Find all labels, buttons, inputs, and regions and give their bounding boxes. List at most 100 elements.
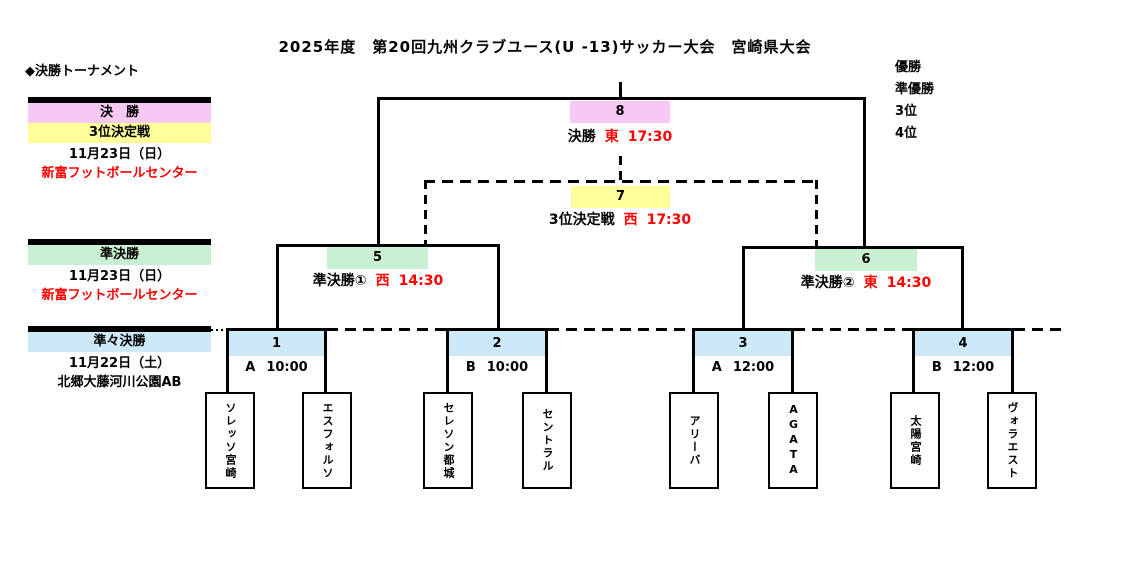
third-place-match-label: 3位決定戦西 17:30	[510, 209, 730, 229]
sidebar-round-quarterfinal: 準々決勝	[28, 332, 211, 352]
match-time: 14:30	[886, 275, 932, 291]
match-venue: 西	[623, 212, 638, 228]
page-title: 2025年度 第20回九州クラブユース(U -13)サッカー大会 宮崎県大会	[278, 38, 812, 56]
team-name: エスフォルソ	[321, 401, 335, 480]
match-name: 3位決定戦	[548, 212, 615, 228]
third-place-stub-line	[619, 156, 622, 182]
qf-match-label: B 10:00	[449, 360, 545, 375]
match-venue: 東	[863, 275, 878, 291]
match-pitch: B	[931, 360, 942, 375]
quarterfinal-match-1: 1 A 10:00	[226, 328, 327, 392]
semifinal1-top-line	[276, 244, 500, 247]
match-number: 1	[271, 336, 282, 351]
match-name: 決勝	[567, 129, 596, 145]
sidebar-semifinal-venue: 新富フットボールセンター	[41, 288, 198, 303]
match-pitch: B	[465, 360, 476, 375]
semifinal2-top-line	[742, 246, 964, 249]
team-name: アリーバ	[688, 414, 702, 467]
sidebar-quarterfinal-venue: 北郷大藤河川公園AB	[57, 375, 182, 390]
sidebar-round-third-place: 3位決定戦	[28, 123, 211, 143]
sidebar-semifinal-date: 11月23日（日）	[68, 269, 171, 284]
qf-match-label: B 12:00	[915, 360, 1011, 375]
match-number: 5	[372, 250, 383, 265]
match-time: 14:30	[398, 273, 444, 289]
team-name: セントラル	[541, 408, 555, 473]
semifinal2-match-label: 準決勝② 東 14:30	[756, 272, 976, 292]
final-winner-stub-line	[619, 82, 622, 99]
match-number: 2	[492, 336, 502, 351]
qf-number-box: 3	[695, 331, 791, 356]
team-name: ヴォラエスト	[1006, 401, 1020, 480]
final-match-number-box: 8	[570, 101, 670, 123]
quarterfinal-match-2: 2 B 10:00	[446, 328, 548, 392]
quarterfinal-baseline-dash	[794, 328, 912, 331]
qf-number-box: 2	[449, 331, 545, 356]
semifinal1-match-label: 準決勝① 西 14:30	[268, 270, 488, 290]
standings-item-third: 3位	[895, 104, 918, 119]
sidebar-final-date: 11月23日（日）	[68, 147, 171, 162]
semifinal2-right-leg	[961, 246, 964, 331]
sidebar-divider-bar	[28, 326, 211, 332]
third-place-left-leg	[424, 180, 427, 247]
match-number: 4	[958, 336, 968, 351]
team-box-seleson-miyakonojo: セレソン都城	[423, 392, 473, 489]
quarterfinal-match-4: 4 B 12:00	[912, 328, 1014, 392]
match-venue: 東	[604, 129, 619, 145]
third-place-top-line	[424, 180, 818, 183]
match-number: 7	[615, 189, 626, 204]
match-time: 17:30	[627, 129, 673, 145]
semifinal2-left-leg	[742, 246, 745, 331]
match-number: 3	[738, 336, 748, 351]
qf-number-box: 4	[915, 331, 1011, 356]
match-pitch: A	[245, 360, 256, 375]
qf-match-label: A 10:00	[229, 360, 324, 375]
team-box-central: セントラル	[522, 392, 572, 489]
match-number: 8	[615, 104, 625, 119]
semifinal1-left-leg	[276, 244, 279, 331]
match-time: 10:00	[486, 360, 529, 375]
standings-item-runnerup: 準優勝	[895, 82, 935, 97]
match-time: 17:30	[646, 212, 692, 228]
sidebar-quarterfinal-date: 11月22日（土）	[68, 356, 171, 371]
match-venue: 西	[375, 273, 390, 289]
team-box-arriba: アリーバ	[669, 392, 719, 489]
semifinal1-right-leg	[497, 244, 500, 331]
team-name: AGATA	[787, 403, 801, 478]
third-place-match-number-box: 7	[571, 186, 670, 208]
team-box-taiyo-miyazaki: 太陽宮崎	[890, 392, 940, 489]
quarterfinal-baseline-dash	[1014, 328, 1064, 331]
semifinal1-match-number-box: 5	[327, 247, 428, 269]
third-place-right-leg	[815, 180, 818, 249]
match-number: 6	[861, 252, 871, 267]
team-name: 太陽宮崎	[909, 414, 923, 467]
match-time: 12:00	[952, 360, 995, 375]
standings-legend: 優勝 準優勝 3位 4位	[895, 57, 934, 145]
team-box-soresso-miyazaki: ソレッソ宮崎	[205, 392, 255, 489]
match-time: 12:00	[732, 360, 775, 375]
bracket-section-label: ◆決勝トーナメント	[25, 64, 139, 79]
final-bracket-right-leg	[863, 97, 866, 249]
qf-match-label: A 12:00	[695, 360, 791, 375]
sidebar-divider-bar	[28, 239, 211, 245]
standings-item-champion: 優勝	[895, 60, 922, 75]
team-name: セレソン都城	[442, 401, 456, 480]
sidebar-final-venue: 新富フットボールセンター	[41, 166, 198, 181]
quarterfinal-baseline-dash	[548, 328, 692, 331]
sidebar-round-final: 決 勝	[28, 103, 211, 123]
sidebar-round-semifinal: 準決勝	[28, 245, 211, 265]
semifinal2-match-number-box: 6	[815, 249, 917, 271]
quarterfinal-baseline-dotted	[211, 329, 227, 331]
final-bracket-left-leg	[377, 97, 380, 247]
match-name: 準決勝②	[800, 275, 855, 291]
match-name: 準決勝①	[312, 273, 367, 289]
match-pitch: A	[711, 360, 722, 375]
sidebar-divider-bar	[28, 97, 211, 103]
team-name: ソレッソ宮崎	[224, 401, 238, 480]
final-match-label: 決勝東 17:30	[510, 126, 730, 146]
team-box-voraest: ヴォラエスト	[987, 392, 1037, 489]
final-bracket-top-line	[377, 97, 866, 100]
team-box-agata: AGATA	[768, 392, 818, 489]
qf-number-box: 1	[229, 331, 324, 356]
match-time: 10:00	[266, 360, 308, 375]
